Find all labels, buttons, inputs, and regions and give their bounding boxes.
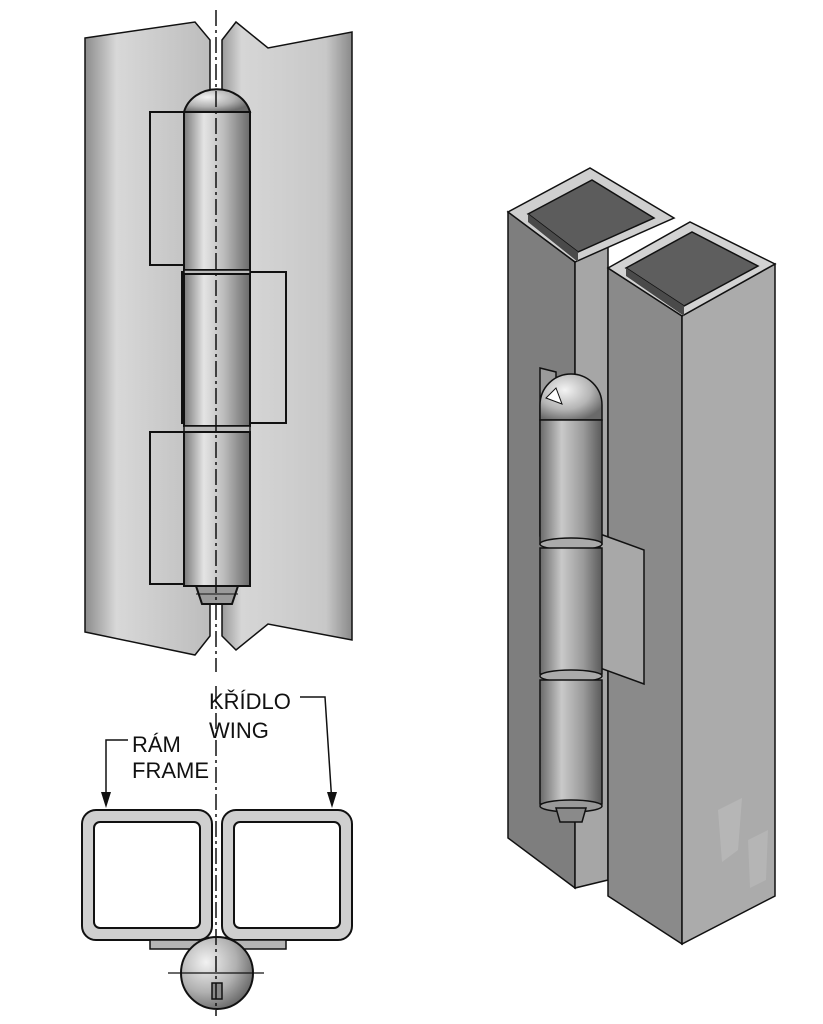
frame-leader-line: [105, 739, 128, 804]
label-wing-cz: KŘÍDLO: [209, 689, 291, 714]
label-frame-en: FRAME: [132, 758, 209, 783]
label-wing-en: WING: [209, 718, 269, 743]
wing-leader-line: [300, 696, 333, 805]
frame-leader-arrow: [101, 792, 111, 808]
wing-leader-arrow: [327, 792, 337, 808]
callouts: RÁM FRAME KŘÍDLO WING: [101, 689, 337, 808]
label-frame-cz: RÁM: [132, 732, 181, 757]
hinge-barrel-front: [182, 88, 252, 605]
isometric-view: [506, 167, 777, 946]
iso-middle-leaf: [599, 532, 645, 686]
frame-profile-front: [84, 21, 211, 656]
section-view: [81, 686, 353, 1016]
iso-wing-tube: [606, 221, 777, 946]
iso-hinge-barrel: [539, 373, 603, 823]
front-view: [84, 10, 353, 672]
